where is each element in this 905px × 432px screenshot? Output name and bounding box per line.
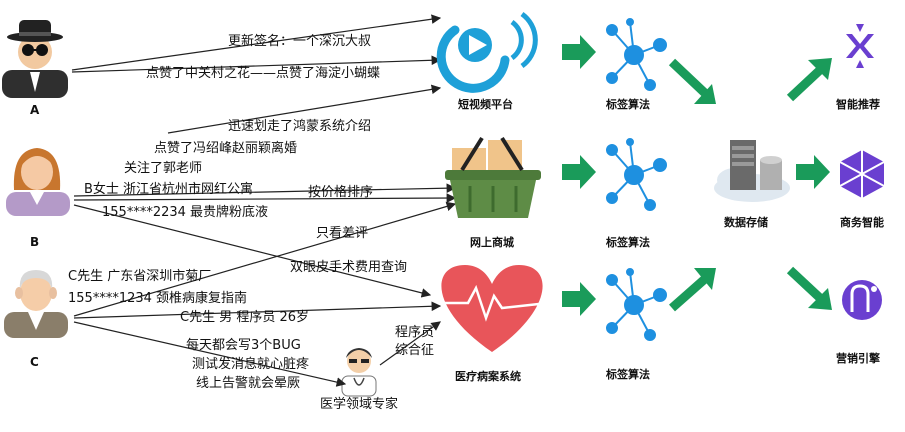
person-a-label: A <box>30 103 40 117</box>
green-arrows-to-storage <box>668 58 712 312</box>
text-c5: 测试发消息就心脏疼 <box>192 356 309 372</box>
algorithm-label-2: 标签算法 <box>605 235 650 249</box>
business-intelligence-icon <box>839 150 885 198</box>
person-b-label: B <box>30 235 39 249</box>
text-a1: 更新签名：一个深沉大叔 <box>228 33 371 49</box>
text-a2: 点赞了中关村之花——点赞了海淀小蝴蝶 <box>146 65 380 81</box>
person-c-avatar <box>4 270 68 338</box>
medical-label: 医疗病案系统 <box>455 369 521 383</box>
marketing-engine-label: 营销引擎 <box>836 351 880 365</box>
text-c3: C先生 男 程序员 26岁 <box>180 310 309 325</box>
text-b3b: 按价格排序 <box>308 184 373 200</box>
text-a3: 迅速划走了鸿蒙系统介绍 <box>228 118 371 134</box>
video-platform-icon <box>436 11 538 93</box>
algorithm-label-1: 标签算法 <box>605 97 650 111</box>
green-arrowheads-to-outputs <box>796 58 832 310</box>
smart-recommend-label: 智能推荐 <box>836 97 880 111</box>
person-a-avatar <box>2 20 68 98</box>
shop-label: 网上商城 <box>470 235 514 249</box>
text-c6: 线上告警就会晕厥 <box>196 375 300 391</box>
text-b3: B女士 浙江省杭州市网红公寓 <box>84 181 253 197</box>
shop-basket-icon <box>445 136 541 218</box>
marketing-engine-icon <box>842 280 882 320</box>
text-b6: 双眼皮手术费用查询 <box>290 260 407 275</box>
text-b5: 只看差评 <box>316 225 368 241</box>
video-platform-label: 短视频平台 <box>458 97 513 111</box>
algorithm-network-icon-2 <box>606 138 667 211</box>
doctor-diagnosis-line-1: 程序员 <box>395 325 434 340</box>
text-b1: 点赞了冯绍峰赵丽颖离婚 <box>154 140 297 156</box>
doctor-avatar <box>341 348 377 397</box>
person-c-label: C <box>30 355 39 369</box>
text-b2: 关注了郭老师 <box>124 160 202 176</box>
algorithm-network-icon-3 <box>606 268 667 341</box>
business-intelligence-label: 商务智能 <box>840 215 884 229</box>
text-c4: 每天都会写3个BUG <box>186 337 301 353</box>
green-arrowheads-to-storage <box>694 84 716 290</box>
smart-recommend-icon <box>846 24 874 68</box>
text-c1: C先生 广东省深圳市菊厂 <box>68 268 211 284</box>
connector-lines <box>71 14 457 387</box>
text-c2: 155****1234 颈椎病康复指南 <box>68 290 247 306</box>
green-arrows-to-outputs <box>786 66 824 302</box>
algorithm-label-3: 标签算法 <box>605 367 650 381</box>
green-arrows-platform <box>562 35 596 316</box>
annotations: 更新签名：一个深沉大叔 点赞了中关村之花——点赞了海淀小蝴蝶 迅速划走了鸿蒙系统… <box>68 33 407 391</box>
data-storage-label: 数据存储 <box>724 215 768 229</box>
person-b-avatar <box>6 148 70 216</box>
text-b4: 155****2234 最贵牌粉底液 <box>102 204 268 220</box>
doctor-label: 医学领域专家 <box>320 396 398 412</box>
data-storage-icon <box>714 140 790 202</box>
algorithm-network-icon-1 <box>606 18 667 91</box>
medical-heart-icon <box>440 265 549 352</box>
